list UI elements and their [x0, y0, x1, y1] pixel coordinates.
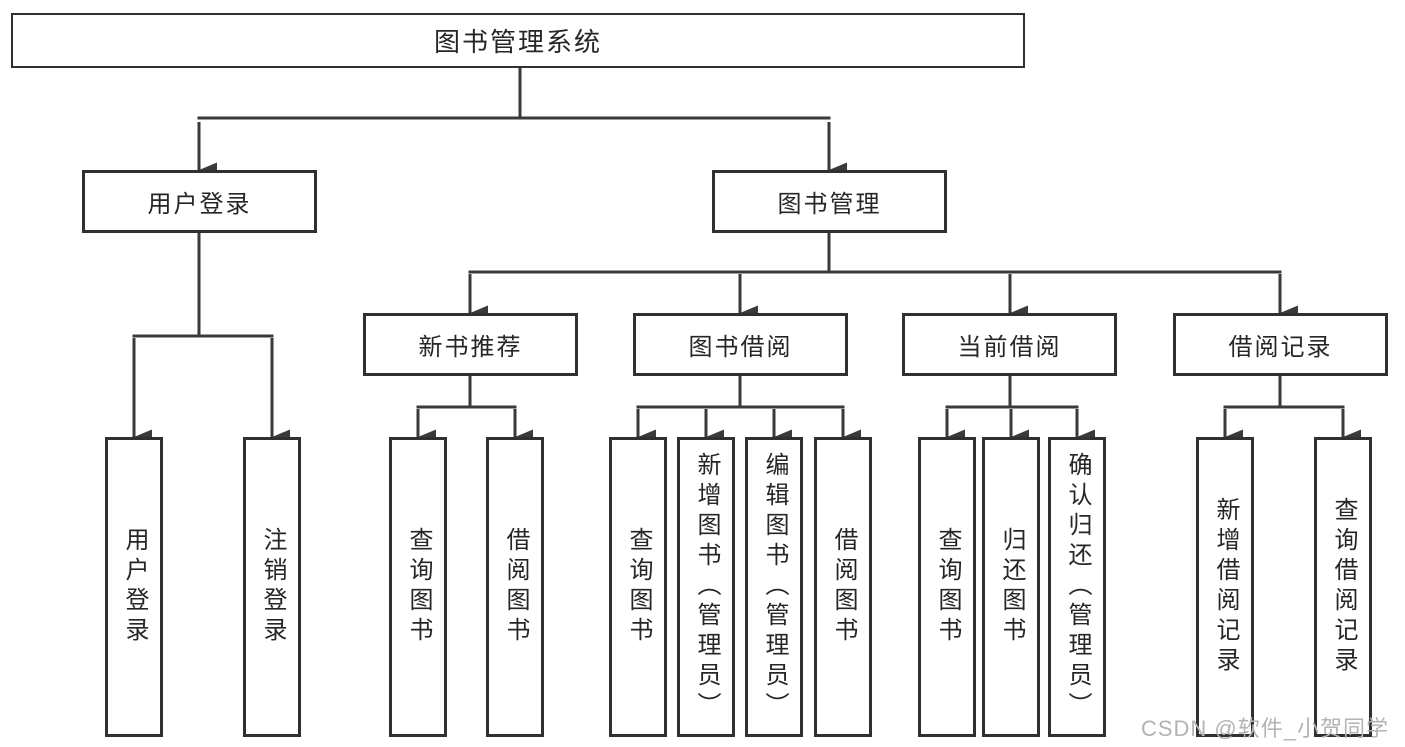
leaf-label: 注销登录 [259, 527, 286, 647]
node-label: 借阅记录 [1228, 334, 1333, 361]
node-book-borrowing: 图书借阅 [633, 313, 848, 376]
node-current-borrowing: 当前借阅 [902, 313, 1117, 376]
leaf-user-login: 用户登录 [105, 437, 163, 737]
leaf-confirm-return-admin: 确认归还（管理员） [1048, 437, 1106, 737]
leaf-label: 借阅图书 [502, 527, 529, 647]
leaf-label: 用户登录 [121, 527, 148, 647]
leaf-label: 查询借阅记录 [1330, 497, 1357, 677]
node-label: 图书管理系统 [433, 27, 602, 57]
leaf-label: 借阅图书 [830, 527, 857, 647]
leaf-add-borrow-record: 新增借阅记录 [1196, 437, 1254, 737]
leaf-borrow-books-borrowing: 借阅图书 [814, 437, 872, 737]
leaf-label: 查询图书 [405, 527, 432, 647]
leaf-label: 确认归还（管理员） [1064, 452, 1091, 722]
leaf-label: 新增图书（管理员） [693, 452, 720, 722]
node-label: 新书推荐 [418, 334, 523, 361]
node-user-login: 用户登录 [82, 170, 317, 233]
node-borrowing-records: 借阅记录 [1173, 313, 1388, 376]
leaf-label: 查询图书 [625, 527, 652, 647]
leaf-logout-login: 注销登录 [243, 437, 301, 737]
leaf-label: 归还图书 [998, 527, 1025, 647]
leaf-edit-books-admin: 编辑图书（管理员） [745, 437, 803, 737]
node-label: 图书借阅 [688, 334, 793, 361]
node-label: 图书管理 [777, 191, 882, 218]
leaf-query-borrow-record: 查询借阅记录 [1314, 437, 1372, 737]
leaf-borrow-books-recommend: 借阅图书 [486, 437, 544, 737]
node-library-management-system: 图书管理系统 [11, 13, 1025, 68]
leaf-label: 新增借阅记录 [1212, 497, 1239, 677]
leaf-add-books-admin: 新增图书（管理员） [677, 437, 735, 737]
leaf-query-books-current: 查询图书 [918, 437, 976, 737]
leaf-label: 查询图书 [934, 527, 961, 647]
csdn-watermark: CSDN @软件_小贺同学 [1140, 716, 1389, 741]
leaf-label: 编辑图书（管理员） [761, 452, 788, 722]
leaf-return-books: 归还图书 [982, 437, 1040, 737]
node-label: 当前借阅 [957, 334, 1062, 361]
node-new-book-recommendation: 新书推荐 [363, 313, 578, 376]
leaf-query-books-borrowing: 查询图书 [609, 437, 667, 737]
leaf-query-books-recommend: 查询图书 [389, 437, 447, 737]
node-book-management: 图书管理 [712, 170, 947, 233]
node-label: 用户登录 [147, 191, 252, 218]
